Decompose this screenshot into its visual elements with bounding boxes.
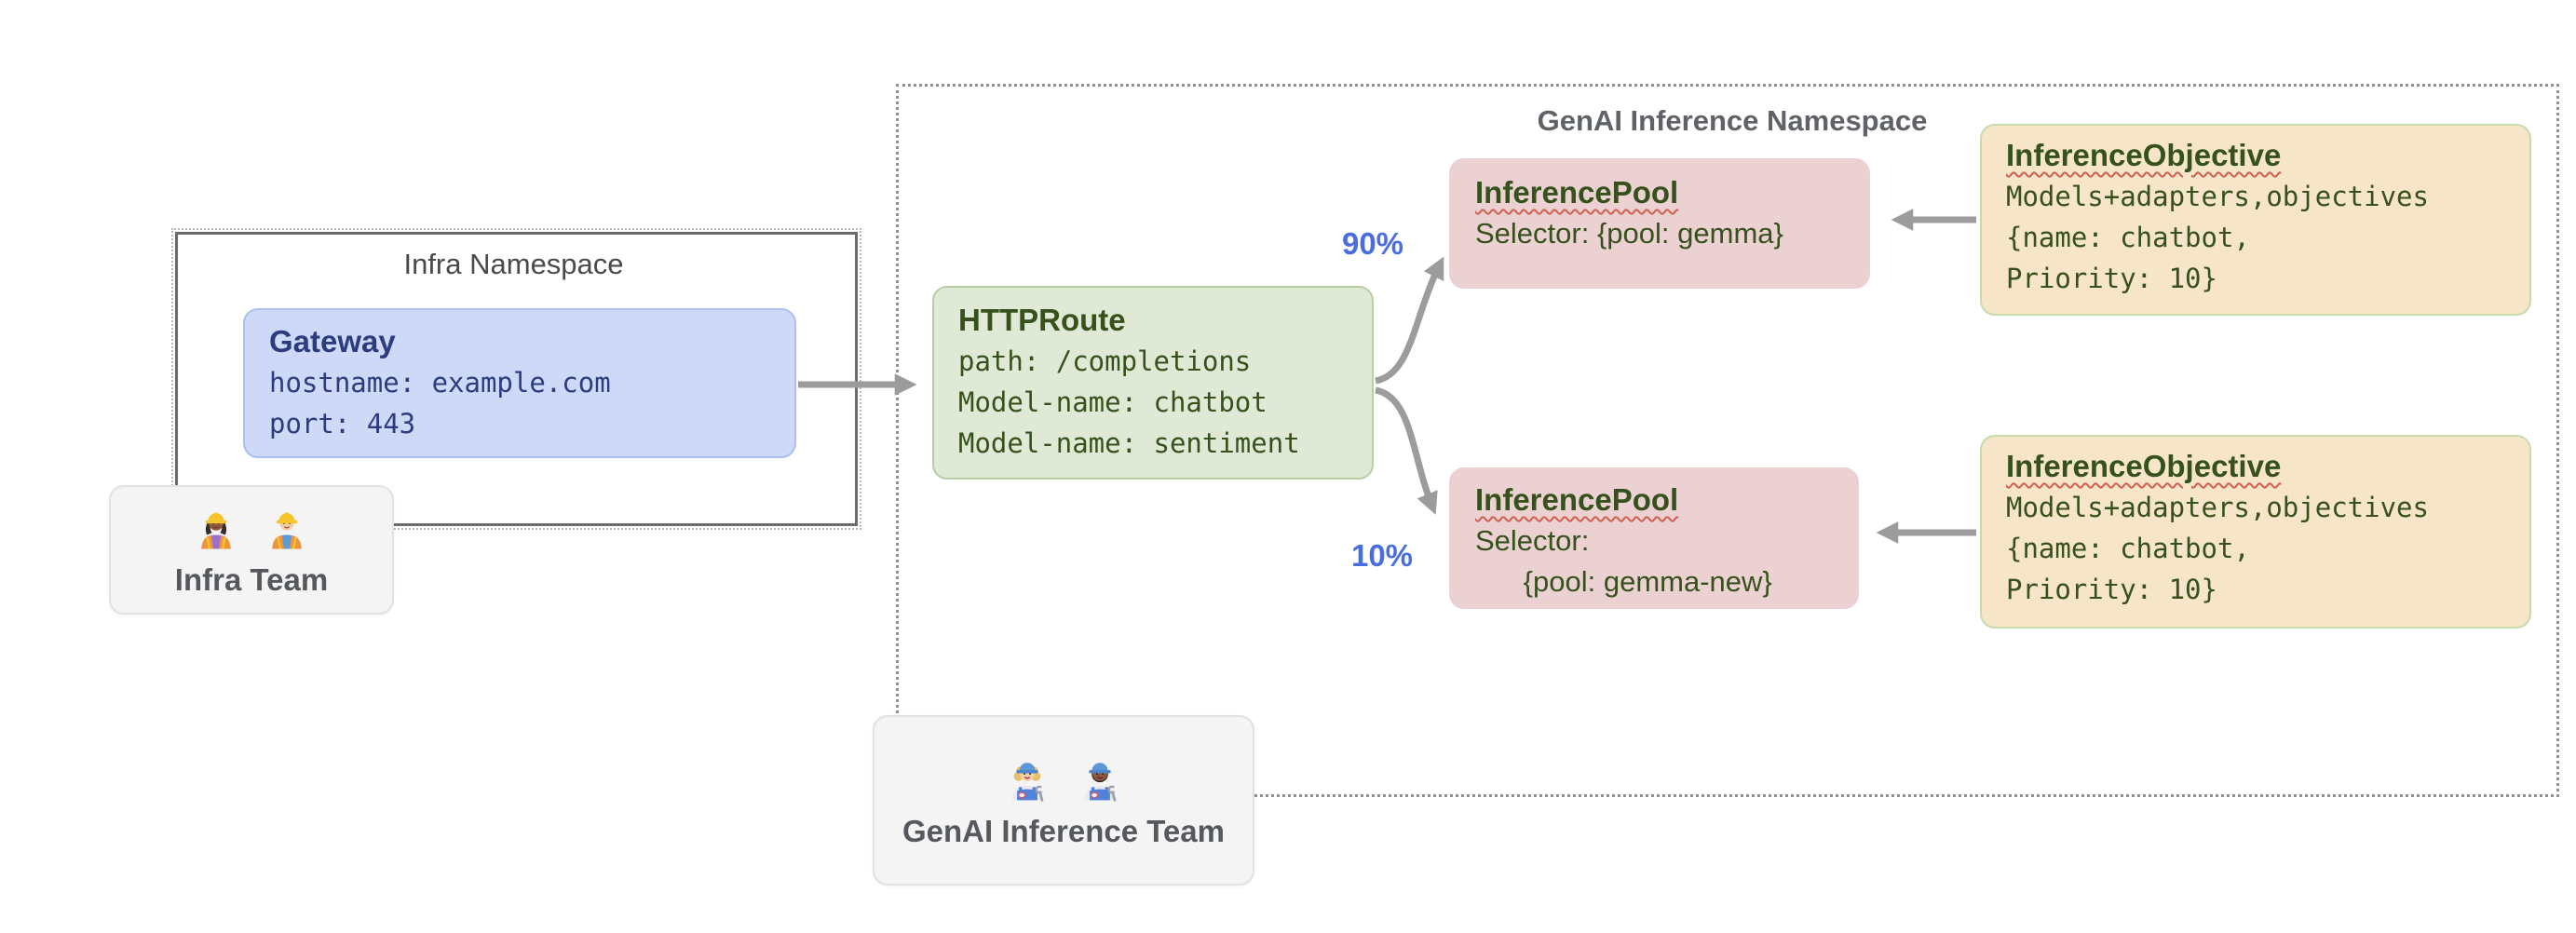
infra-namespace-title: Infra Namespace [403, 248, 624, 280]
woman-mechanic-icon [1011, 762, 1044, 802]
inferenceobjective-bottom-line-1: Models+adapters,objectives [2006, 491, 2429, 523]
inferenceobjective-top-line-2: {name: chatbot, [2006, 221, 2250, 253]
infra-team-card: Infra Team [109, 485, 394, 615]
httproute-path: path: /completions [958, 345, 1252, 377]
woman-construction-worker-icon [201, 512, 231, 549]
inferencepool-bottom-selector-value: {pool: gemma-new} [1475, 564, 1772, 598]
genai-team-icons [1001, 752, 1126, 805]
inferenceobjective-bottom-title: InferenceObjective [2006, 449, 2282, 483]
inferenceobjective-top-title: InferenceObjective [2006, 138, 2282, 172]
inferenceobjective-bottom-line-2: {name: chatbot, [2006, 532, 2250, 564]
httproute-title: HTTPRoute [958, 303, 1126, 337]
man-mechanic-icon [1084, 762, 1117, 802]
httproute-model-1: Model-name: chatbot [958, 385, 1268, 418]
infra-team-label: Infra Team [174, 561, 329, 597]
inferenceobjective-top-line-3: Priority: 10} [2006, 263, 2217, 295]
inferencepool-top-selector: Selector: {pool: gemma} [1475, 216, 1783, 250]
gateway-hostname: hostname: example.com [269, 366, 611, 399]
man-construction-worker-icon [272, 512, 302, 549]
genai-team-label: GenAI Inference Team [902, 813, 1225, 848]
inferencepool-top-box: InferencePool Selector: {pool: gemma} [1449, 158, 1870, 289]
httproute-box: HTTPRoute path: /completions Model-name:… [932, 286, 1374, 480]
infra-namespace-frame [171, 228, 861, 530]
genai-team-card: GenAI Inference Team [873, 715, 1254, 886]
httproute-model-2: Model-name: sentiment [958, 427, 1300, 460]
inferenceobjective-top-line-1: Models+adapters,objectives [2006, 180, 2429, 212]
gateway-port: port: 443 [269, 407, 416, 439]
inferencepool-bottom-selector: Selector: [1475, 523, 1590, 557]
gateway-title: Gateway [269, 324, 396, 358]
inferencepool-top-title: InferencePool [1475, 175, 1679, 210]
traffic-split-90-label: 90% [1341, 226, 1404, 261]
traffic-split-10-label: 10% [1350, 538, 1414, 573]
inferenceobjective-top-box: InferenceObjective Models+adapters,objec… [1980, 124, 2531, 316]
inferenceobjective-bottom-box: InferenceObjective Models+adapters,objec… [1980, 435, 2531, 629]
inferencepool-bottom-title: InferencePool [1475, 482, 1679, 517]
inferencepool-bottom-box: InferencePool Selector: {pool: gemma-new… [1449, 467, 1859, 609]
infra-team-icons [191, 503, 312, 553]
genai-namespace-title: GenAI Inference Namespace [1537, 104, 1928, 137]
gateway-box: Gateway hostname: example.com port: 443 [243, 308, 796, 458]
inferenceobjective-bottom-line-3: Priority: 10} [2006, 574, 2217, 606]
genai-namespace-frame [896, 84, 2559, 797]
